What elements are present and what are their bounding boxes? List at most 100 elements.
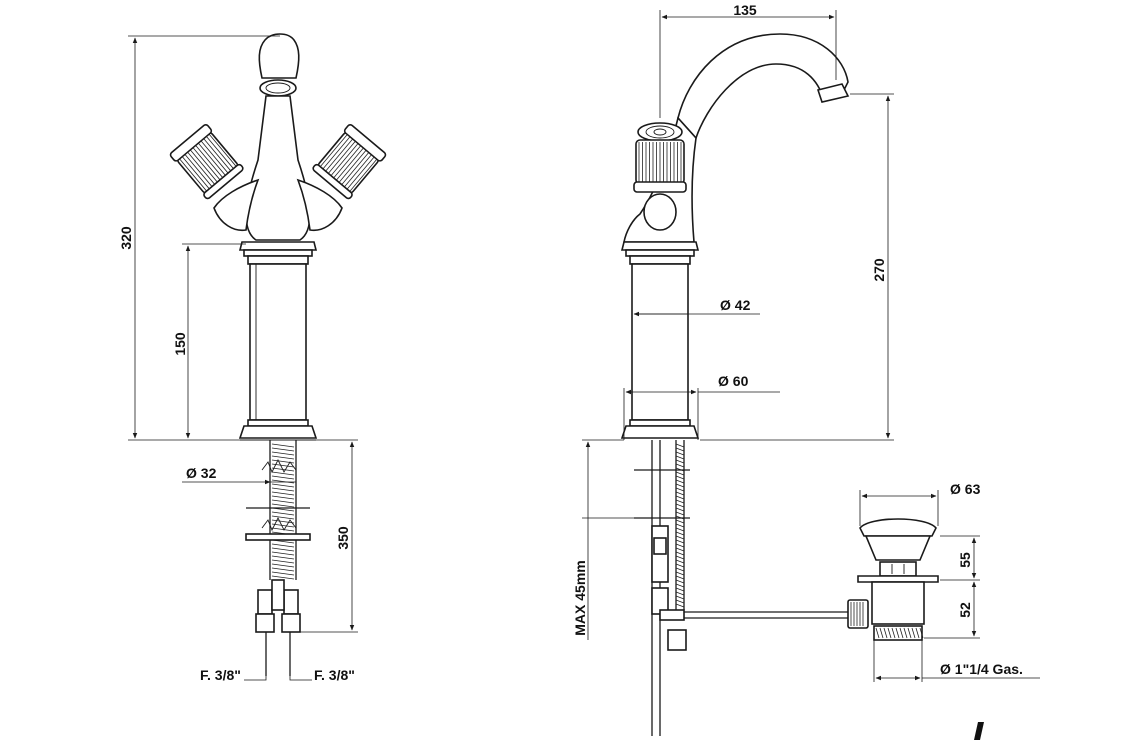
hatch-line (675, 543, 685, 548)
hatch-line (899, 627, 904, 639)
hatch-line (675, 511, 685, 516)
hatch-line (675, 495, 685, 500)
hatch-line (192, 147, 221, 181)
hatch-line (271, 471, 295, 476)
hatch-line (206, 136, 234, 169)
hatch-line (271, 499, 295, 504)
hatch-line (675, 535, 685, 540)
hatch-line (271, 575, 295, 580)
hatch-line (208, 133, 237, 167)
hatch-line (271, 555, 295, 560)
dim-body-height: 150 (172, 332, 188, 356)
dim-under-length: 350 (335, 526, 351, 550)
hatch-line (271, 571, 295, 576)
hatch-line (675, 447, 685, 452)
hatch-line (675, 579, 685, 584)
dim-total-height: 320 (118, 226, 134, 250)
hatch-line (271, 547, 295, 552)
hatch-line (895, 627, 900, 639)
hatch-line (271, 503, 295, 508)
hatch-line (919, 627, 924, 639)
hatch-line (675, 507, 685, 512)
hatch-line (675, 559, 685, 564)
dim-max-deck: MAX 45mm (572, 560, 588, 635)
hatch-line (675, 455, 685, 460)
hatch-line (271, 559, 295, 564)
hatch-line (271, 519, 295, 524)
hatch-line (271, 455, 295, 460)
hatch-line (181, 156, 210, 190)
hatch-line (271, 551, 295, 556)
dim-spout-reach: 135 (733, 2, 757, 18)
hatch-line (333, 145, 362, 179)
hatch-line (271, 475, 295, 480)
hatch-line (195, 145, 223, 178)
hatch-line (179, 158, 207, 192)
hatch-line (903, 627, 908, 639)
hatch-line (675, 499, 685, 504)
front-view (169, 33, 387, 676)
hatch-line (341, 152, 370, 185)
hatch-line (271, 447, 295, 452)
hatch-line (675, 503, 685, 508)
hatch-line (675, 527, 685, 532)
hatch-line (271, 491, 295, 496)
hatch-line (675, 459, 685, 464)
hatch-line (675, 547, 685, 552)
hatch-line (271, 487, 295, 492)
hatch-line (911, 627, 916, 639)
hatch-line (675, 463, 685, 468)
hatch-line (675, 491, 685, 496)
hatch-line (675, 539, 685, 544)
hatch-line (203, 138, 232, 172)
hatch-line (875, 627, 880, 639)
hatch-line (271, 451, 295, 456)
hatch-line (190, 149, 218, 183)
hatch-line (675, 483, 685, 488)
hatch-line (675, 479, 685, 484)
hatch-line (271, 443, 295, 448)
hatch-line (271, 543, 295, 548)
hatch-line (675, 591, 685, 596)
hatch-line (271, 515, 295, 520)
hatch-line (675, 575, 685, 580)
dim-waste-lower: 52 (957, 602, 973, 618)
hatch-line (675, 603, 685, 608)
waste-dimensions: Ø 63 55 52 Ø 1"1/4 Gas. (859, 481, 1040, 682)
hatch-line (675, 563, 685, 568)
hatch-line (675, 551, 685, 556)
front-dimensions: 320 150 Ø 32 350 F. 3/8" F. 3/8" (118, 35, 358, 683)
hatch-line (883, 627, 888, 639)
hatch-line (271, 567, 295, 572)
hatch-line (675, 583, 685, 588)
hatch-line (328, 140, 356, 174)
hatch-line (675, 475, 685, 480)
hatch-line (675, 451, 685, 456)
dim-spout-height: 270 (871, 258, 887, 282)
hatch-line (271, 479, 295, 484)
hatch-line (675, 587, 685, 592)
hatch-line (271, 523, 295, 528)
hatch-line (200, 140, 229, 174)
waste-view (847, 518, 939, 641)
hatch-line (675, 531, 685, 536)
hatch-line (184, 154, 213, 187)
hatch-line (187, 151, 215, 185)
hatch-line (325, 138, 353, 172)
hatch-line (879, 627, 884, 639)
hatch-line (675, 555, 685, 560)
inlet-right-label: F. 3/8" (314, 667, 355, 683)
hatch-line (338, 149, 367, 183)
hatch-line (344, 154, 372, 188)
hatch-line (675, 599, 685, 604)
hatch-line (675, 443, 685, 448)
hatch-line (322, 136, 351, 170)
dim-waste-upper: 55 (957, 552, 973, 568)
corner-mark (974, 722, 984, 740)
hatch-line (675, 487, 685, 492)
hatch-line (675, 471, 685, 476)
dim-body-diameter: Ø 42 (720, 297, 751, 313)
hatch-line (907, 627, 912, 639)
dim-waste-diameter: Ø 63 (950, 481, 981, 497)
